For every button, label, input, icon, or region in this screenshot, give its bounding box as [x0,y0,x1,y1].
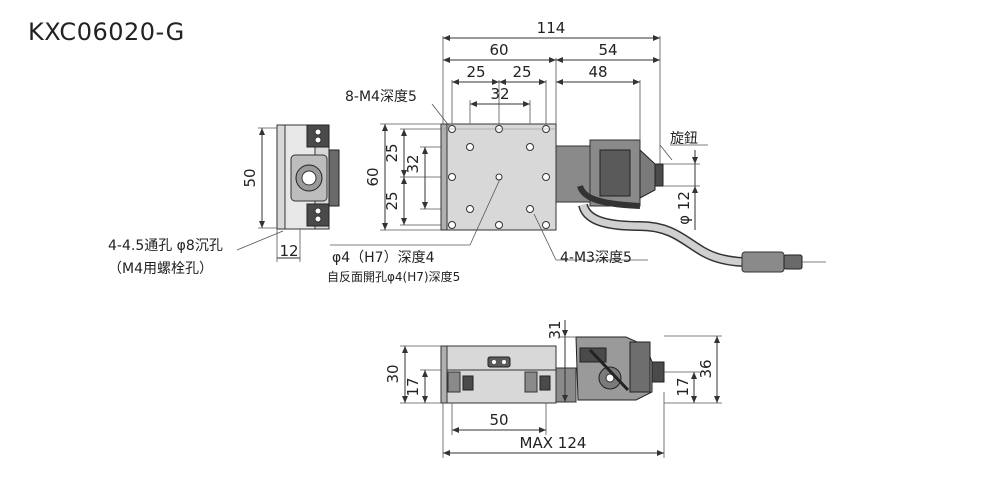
dim-25-a: 25 [466,63,485,81]
dim-front-30: 30 [384,364,402,383]
dim-front-36: 36 [697,359,715,378]
dim-front-17-b: 17 [674,377,692,396]
front-view [400,320,722,458]
dim-side-12: 12 [279,242,298,260]
dim-max-124: MAX 124 [520,434,587,452]
dim-h32: 32 [404,154,422,173]
dim-h60: 60 [364,167,382,186]
dim-32: 32 [490,85,509,103]
dim-front-17-a: 17 [404,377,422,396]
note-knob: 旋鈕 [670,131,698,147]
dim-h25-a: 25 [383,143,401,162]
dim-48: 48 [588,63,607,81]
note-m3-holes: 4-M3深度5 [560,250,632,266]
dim-25-b: 25 [512,63,531,81]
dim-phi12: φ 12 [675,191,693,225]
note-back-pin-hole: 自反面開孔φ4(H7)深度5 [327,269,460,284]
note-tapped-holes: 8-M4深度5 [345,89,417,105]
dim-front-31: 31 [546,320,564,339]
note-counterbore: 4-4.5通孔 φ8沉孔 [108,238,223,254]
dim-total-114: 114 [537,19,566,37]
dim-front-50: 50 [489,411,508,429]
side-view [236,124,340,262]
dim-side-50: 50 [241,168,259,187]
drawing-title: KXC06020-G [28,18,185,46]
top-view [330,35,826,273]
note-pin-hole: φ4（H7）深度4 [332,250,435,266]
dim-54: 54 [598,41,617,59]
note-bolt: （M4用螺栓孔） [108,261,213,277]
dim-h25-b: 25 [383,191,401,210]
dim-60: 60 [489,41,508,59]
